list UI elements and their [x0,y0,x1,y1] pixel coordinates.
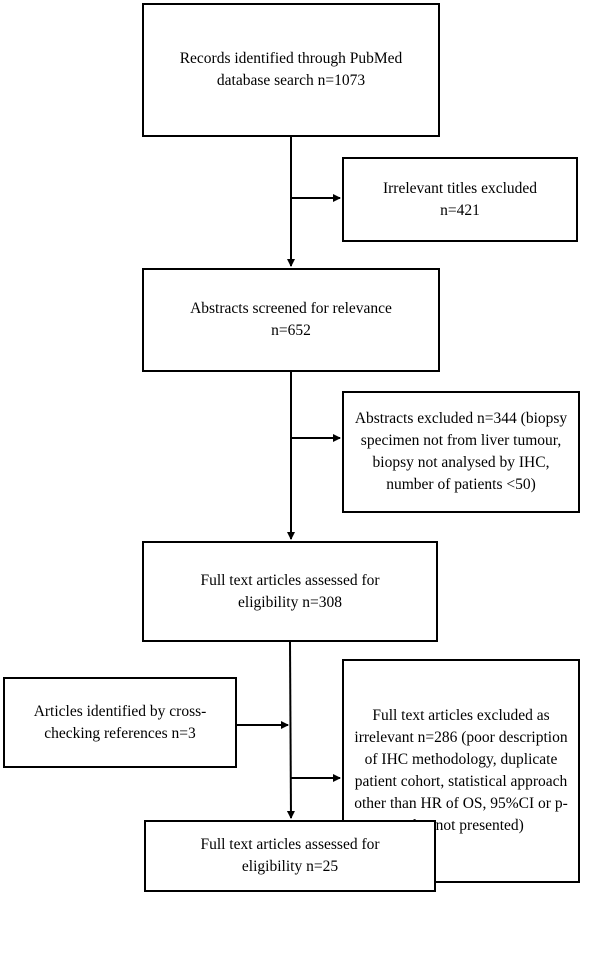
box-records-identified-text: Records identified through PubMed databa… [179,50,403,89]
box-abstracts-screened-text: Abstracts screened for relevance n=652 [190,300,392,339]
box-full-text-assessed: Full text articles assessed for eligibil… [142,541,438,642]
box-abstracts-excluded-text: Abstracts excluded n=344 (biopsy specime… [354,410,568,493]
box-full-text-excluded: Full text articles excluded as irrelevan… [342,659,580,883]
box-cross-checking: Articles identified by cross-checking re… [3,677,237,768]
box-abstracts-screened: Abstracts screened for relevance n=652 [142,268,440,372]
box-full-text-excluded-text: Full text articles excluded as irrelevan… [354,707,568,834]
arrow-full-text-to-final [286,641,295,819]
box-full-text-assessed-text: Full text articles assessed for eligibil… [200,571,380,611]
box-abstracts-excluded: Abstracts excluded n=344 (biopsy specime… [342,391,580,513]
box-titles-excluded-text: Irrelevant titles excluded n=421 [382,179,538,219]
box-records-identified: Records identified through PubMed databa… [142,3,440,137]
box-cross-checking-text: Articles identified by cross-checking re… [33,702,207,742]
box-final-included-text: Full text articles assessed for eligibil… [200,836,380,875]
box-final-included: Full text articles assessed for eligibil… [144,820,436,892]
box-titles-excluded: Irrelevant titles excluded n=421 [342,157,578,242]
